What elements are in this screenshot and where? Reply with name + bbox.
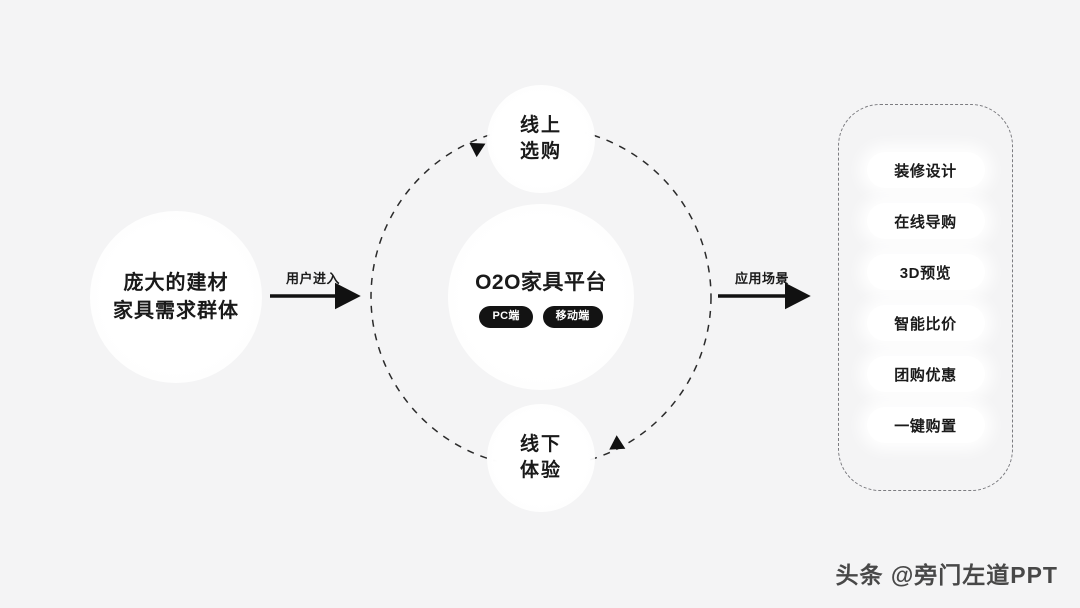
cycle-node-online-line-2: 选购 (519, 141, 562, 162)
cycle-arrowhead-bottom (609, 435, 626, 450)
scenario-chip-3: 3D预览 (866, 254, 985, 290)
scenario-panel: 装修设计 在线导购 3D预览 智能比价 团购优惠 一键购置 (838, 104, 1013, 491)
audience-circle: 庞大的建材 家具需求群体 (90, 211, 262, 383)
cycle-node-offline: 线下 体验 (487, 404, 595, 512)
arrow-user-enter-label: 用户进入 (286, 271, 341, 286)
scenario-chip-6: 一键购置 (866, 407, 985, 443)
scenario-chip-1: 装修设计 (866, 152, 985, 188)
cycle-node-online: 线上 选购 (487, 85, 595, 193)
scenario-chip-4: 智能比价 (866, 305, 985, 341)
platform-badge-pc: PC端 (479, 306, 533, 328)
watermark: 头条 @旁门左道PPT (835, 562, 1058, 588)
audience-line-2: 家具需求群体 (113, 300, 239, 322)
arrow-application-scenario-label: 应用场景 (735, 271, 790, 286)
scenario-chip-5: 团购优惠 (866, 356, 985, 392)
platform-badge-group: PC端 移动端 (479, 306, 603, 328)
platform-circle: O2O家具平台 PC端 移动端 (448, 204, 634, 390)
platform-badge-mobile: 移动端 (542, 306, 603, 328)
scenario-chip-2: 在线导购 (866, 203, 985, 239)
cycle-node-offline-line-2: 体验 (519, 460, 562, 481)
cycle-node-offline-line-1: 线下 (519, 433, 562, 455)
audience-line-1: 庞大的建材 (123, 271, 229, 294)
cycle-node-online-line-1: 线上 (519, 114, 562, 136)
platform-title: O2O家具平台 (475, 271, 607, 295)
